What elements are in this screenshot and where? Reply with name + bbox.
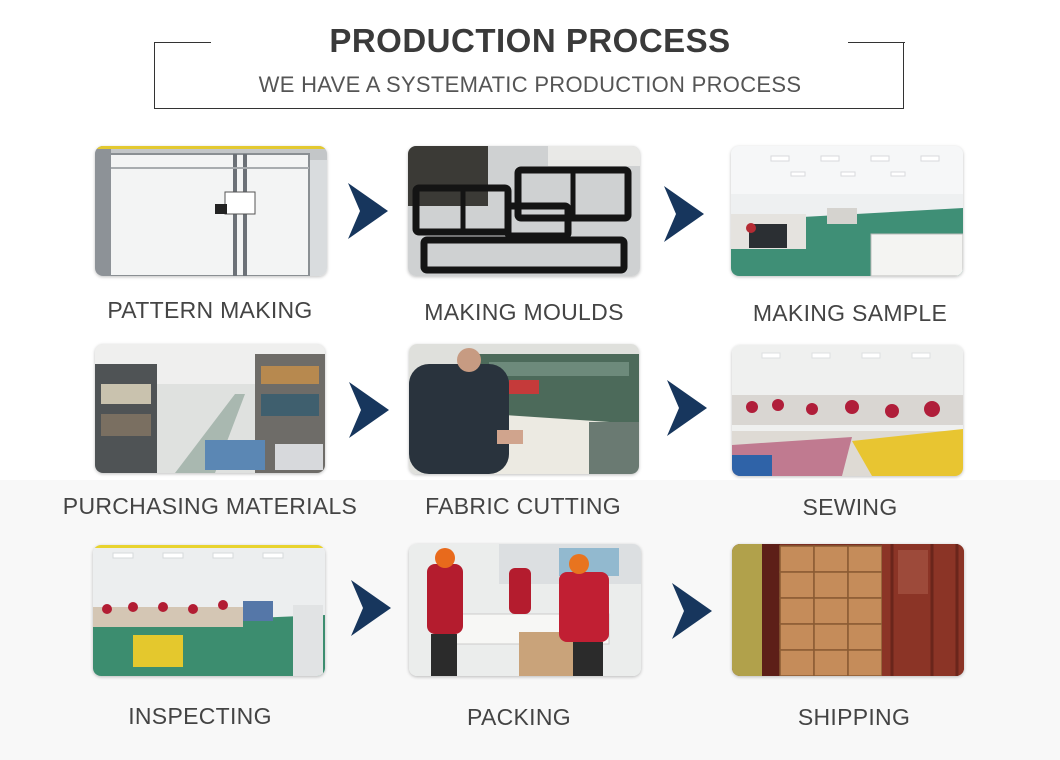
step-label-shipping: SHIPPING (797, 704, 911, 730)
step-label-fabric-cutting: FABRIC CUTTING (425, 493, 621, 519)
header-frame-top-right (848, 42, 905, 43)
making-moulds-photo (408, 146, 640, 276)
fabric-cutting-photo (409, 344, 639, 474)
purchasing-materials-photo (95, 344, 325, 473)
chevron-right-icon (349, 382, 389, 438)
page-title: PRODUCTION PROCESS (329, 22, 731, 59)
step-label-packing: PACKING (467, 704, 571, 730)
pattern-making-photo (95, 146, 327, 276)
chevron-right-icon (667, 380, 707, 436)
step-label-making-sample: MAKING SAMPLE (752, 300, 948, 326)
page-subtitle: WE HAVE A SYSTEMATIC PRODUCTION PROCESS (258, 72, 802, 97)
making-sample-photo (731, 146, 963, 276)
packing-photo (409, 544, 641, 676)
chevron-right-icon (351, 580, 391, 636)
step-label-making-moulds: MAKING MOULDS (424, 299, 624, 325)
step-label-inspecting: INSPECTING (128, 703, 272, 729)
inspecting-photo (93, 545, 325, 676)
shipping-photo (732, 544, 964, 676)
header-frame-top-left (154, 42, 211, 43)
chevron-right-icon (664, 186, 704, 242)
header-frame (154, 42, 904, 109)
step-label-pattern-making: PATTERN MAKING (107, 297, 313, 323)
chevron-right-icon (348, 183, 388, 239)
sewing-photo (732, 345, 963, 476)
step-label-purchasing-materials: PURCHASING MATERIALS (62, 493, 358, 519)
chevron-right-icon (672, 583, 712, 639)
step-label-sewing: SEWING (802, 494, 898, 520)
